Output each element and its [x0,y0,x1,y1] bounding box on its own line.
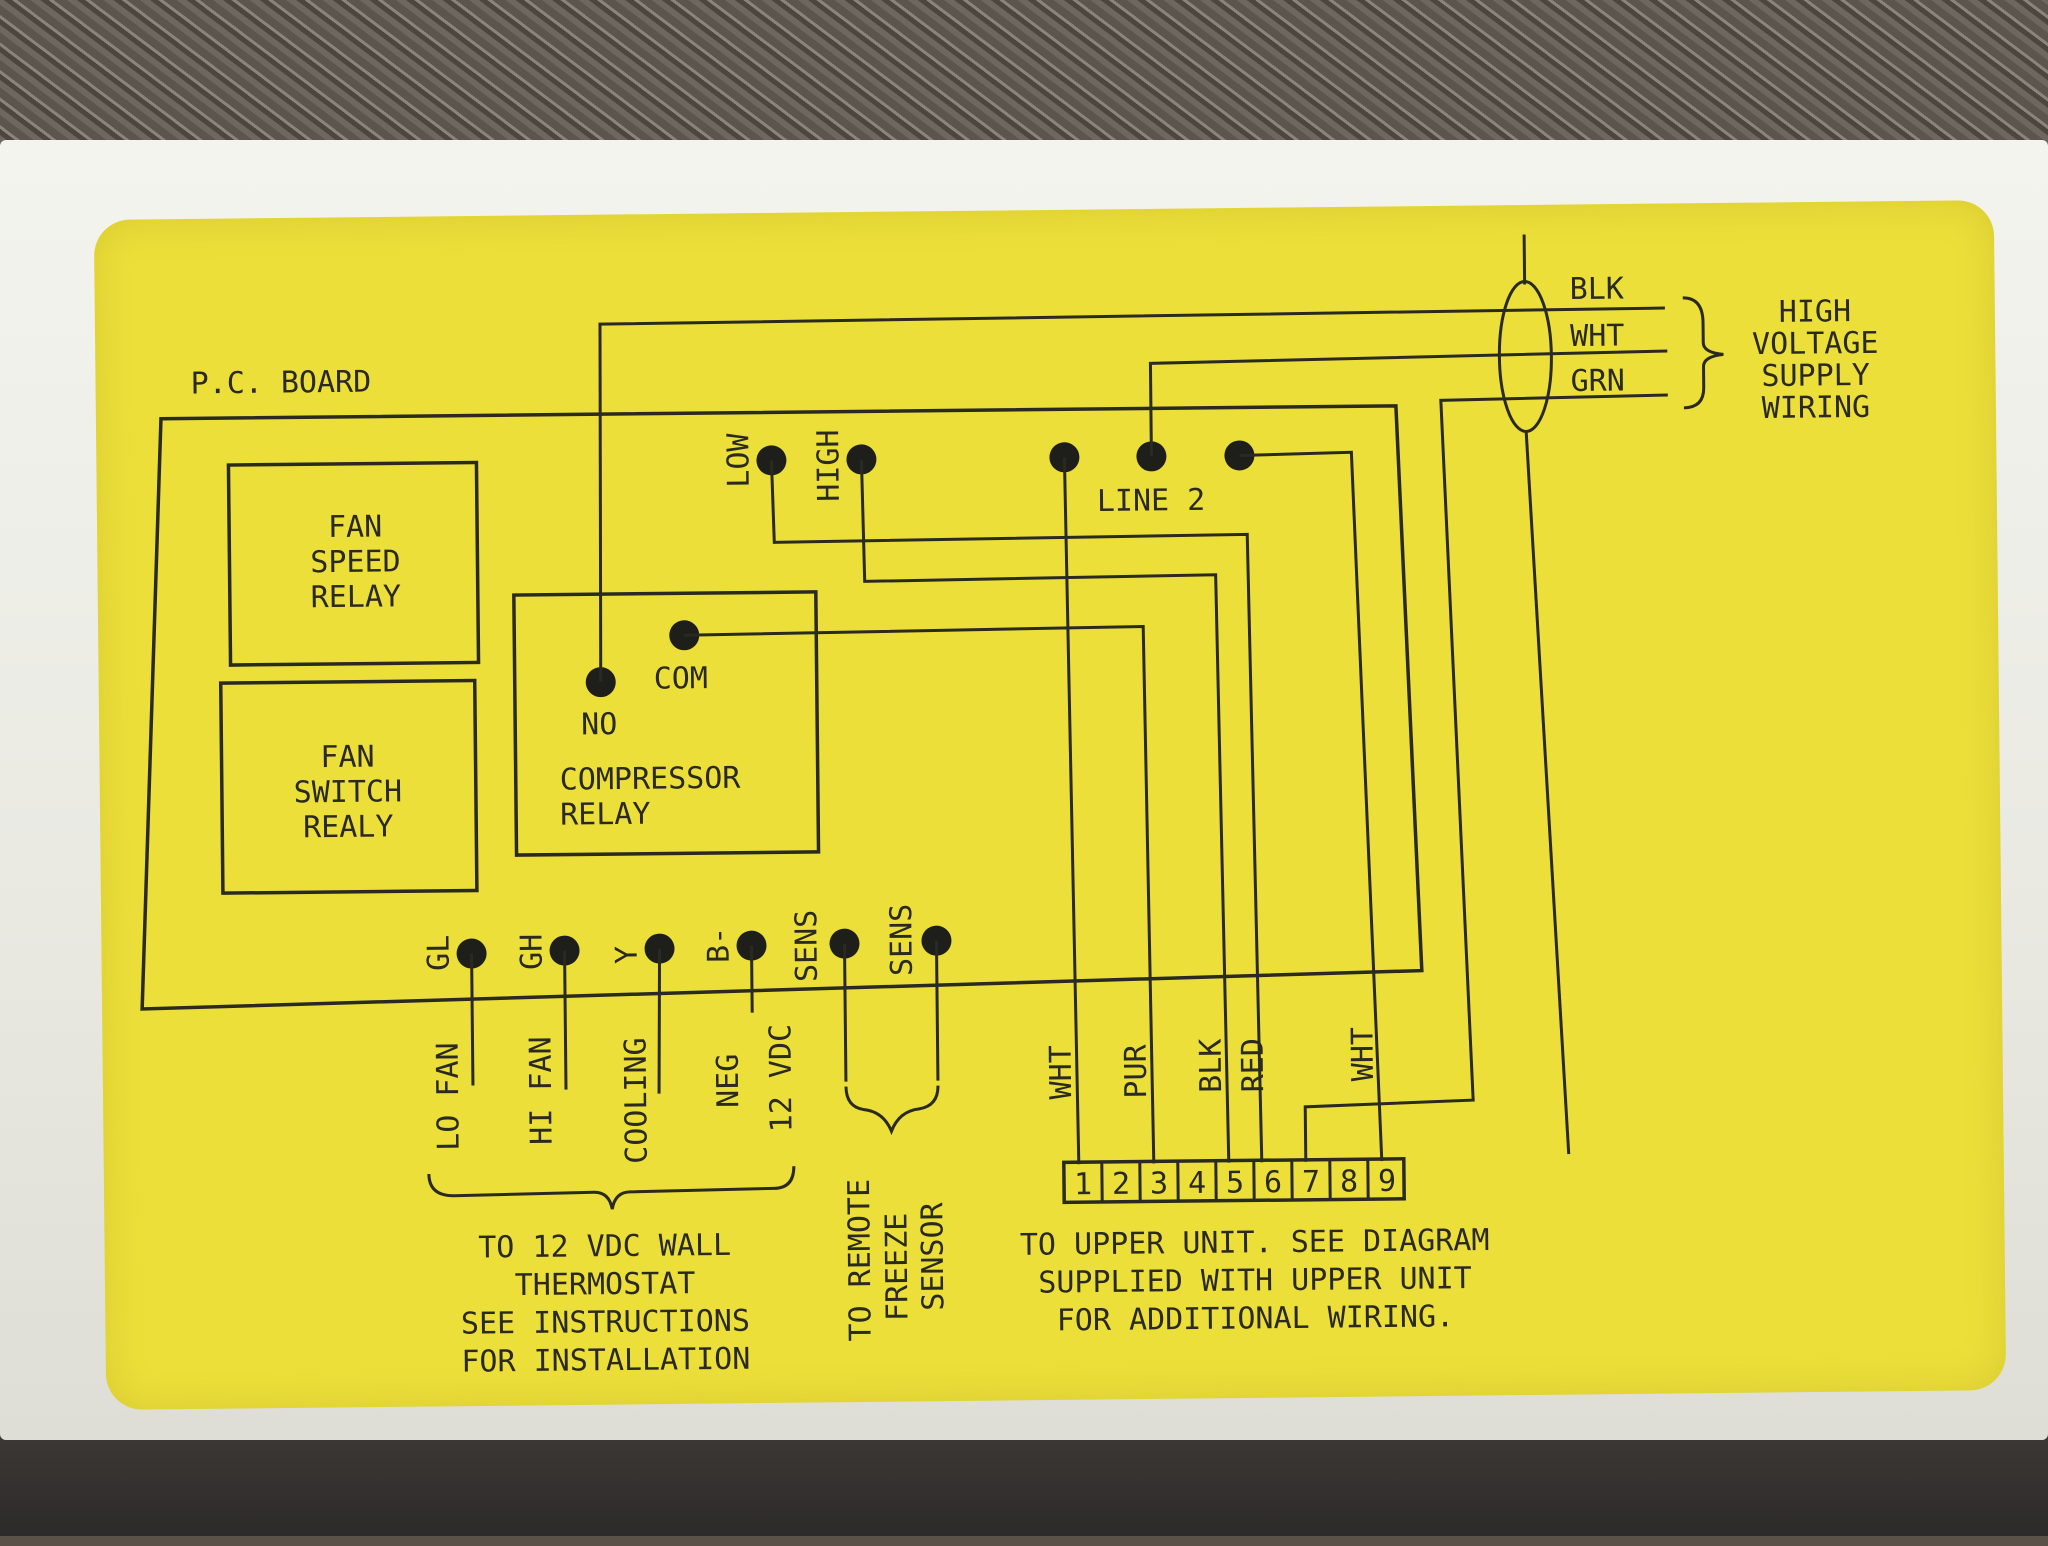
supply-wht-label: WHT [1570,318,1625,354]
lo-fan-wire [472,954,473,1086]
terminal-9: 9 [1378,1164,1396,1199]
fan-switch-relay-line-2: SWITCH [294,774,403,810]
fan-switch-relay-line-3: REALY [303,809,394,845]
thermostat-note-line-2: THERMOSTAT [515,1266,696,1303]
supply-note-line-2: VOLTAGE [1752,326,1879,362]
wire-color-blk: BLK [1194,1038,1230,1093]
compressor-relay-line-1: COMPRESSOR [560,761,742,798]
terminal-8: 8 [1340,1164,1358,1199]
pc-board-title: P.C. BOARD [190,365,371,402]
low-label: LOW [721,432,757,487]
fan-speed-relay-line-3: RELAY [311,579,402,615]
terminal-4: 4 [1188,1166,1206,1201]
neg-label: NEG [711,1053,747,1108]
supply-note-line-3: SUPPLY [1761,358,1870,394]
upper-unit-note-line-3: FOR ADDITIONAL WIRING. [1057,1299,1455,1338]
upper-unit-note-line-2: SUPPLIED WITH UPPER UNIT [1038,1261,1472,1301]
terminal-3: 3 [1150,1166,1168,1201]
terminal-7: 7 [1302,1165,1320,1200]
supply-brace [1683,297,1724,407]
gh-label: GH [514,934,549,970]
com-to-pur-wire [684,626,1154,1168]
b-neg-label: B- [701,927,736,963]
upper-unit-note-line-1: TO UPPER UNIT. SEE DIAGRAM [1020,1223,1490,1263]
lo-fan-label: LO FAN [431,1042,467,1151]
terminal-1: 1 [1074,1167,1092,1202]
cooling-label: COOLING [618,1037,654,1164]
compressor-relay-no-label: NO [581,707,617,742]
thermostat-note-line-3: SEE INSTRUCTIONS [461,1304,750,1342]
wire-color-red: RED [1236,1038,1272,1093]
supply-grn-label: GRN [1570,363,1625,399]
cooling-wire [658,949,662,1094]
supply-bundle-ground [1526,431,1569,1154]
terminal-5: 5 [1226,1165,1244,1200]
supply-bundle-tie [1499,281,1553,432]
hi-fan-wire [565,951,566,1090]
freeze-note-line-1: TO REMOTE [842,1179,879,1342]
hi-fan-label: HI FAN [523,1036,559,1145]
compressor-relay-line-2: RELAY [560,797,651,833]
gl-label: GL [421,935,456,971]
sens-label-1: SENS [789,910,825,983]
supply-note-line-4: WIRING [1762,390,1871,426]
supply-blk-label: BLK [1570,271,1625,307]
fan-speed-relay-line-1: FAN [328,509,383,545]
sens-label-2: SENS [884,904,920,977]
y-label: Y [610,946,645,964]
terminal-6: 6 [1264,1165,1282,1200]
freeze-sensor-brace [846,1086,938,1132]
12-vdc-label: 12 VDC [763,1024,799,1133]
supply-note-line-1: HIGH [1779,294,1852,330]
line2-label: LINE 2 [1097,483,1206,519]
fan-switch-relay-line-1: FAN [320,740,375,776]
sens-wire-2 [936,941,937,1081]
thermostat-note-line-4: FOR INSTALLATION [461,1342,750,1380]
supply-bundle-top [1524,234,1525,284]
pc-board-outline [136,406,1422,1009]
freeze-note-line-3: SENSOR [915,1201,951,1311]
terminal-2: 2 [1112,1167,1130,1202]
wire-color-pur: PUR [1119,1043,1155,1098]
compressor-relay-com-label: COM [654,661,709,697]
neg-wire [752,946,753,1013]
high-label: HIGH [811,429,847,502]
freeze-note-line-2: FREEZE [879,1213,915,1322]
sens-wire-1 [844,944,845,1082]
wire-color-wht-2: WHT [1345,1027,1381,1082]
thermostat-note-line-1: TO 12 VDC WALL [478,1228,731,1266]
fan-speed-relay-line-2: SPEED [310,544,401,580]
thermostat-brace [429,1166,794,1211]
wire-color-wht-1: WHT [1044,1045,1080,1100]
